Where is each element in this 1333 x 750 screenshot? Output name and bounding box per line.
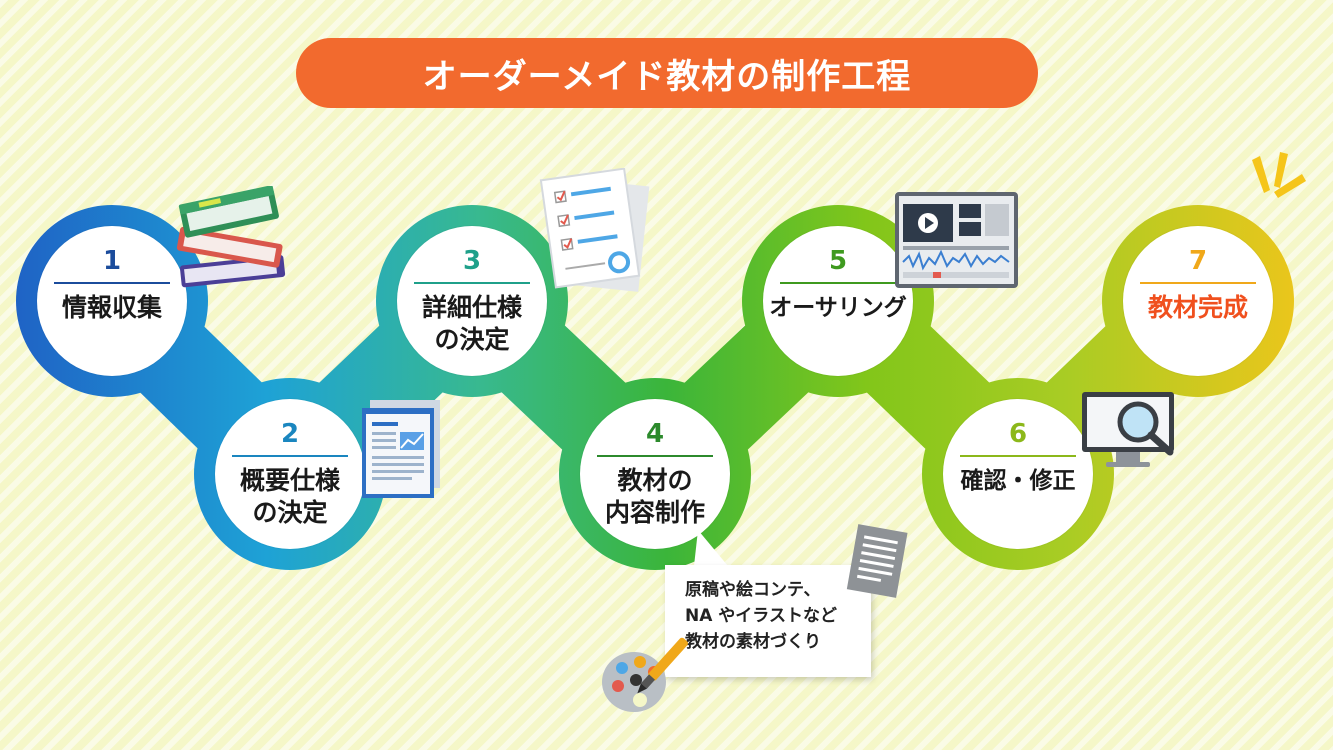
step-label-line: の決定 <box>434 325 510 354</box>
palette-brush-icon <box>602 637 688 712</box>
monitor-magnifier-icon <box>1082 392 1174 467</box>
page-title: オーダーメイド教材の制作工程 <box>296 38 1038 108</box>
step-divider <box>414 282 530 284</box>
step-6: 6 確認・修正 <box>943 399 1093 549</box>
step-label: オーサリング <box>769 295 907 321</box>
step-number: 2 <box>280 419 300 449</box>
step-label-line: 内容制作 <box>604 498 705 527</box>
step-number: 5 <box>828 246 848 276</box>
step-7: 7 教材完成 <box>1123 226 1273 376</box>
callout-line: NA やイラストなど <box>685 606 837 626</box>
step-number: 7 <box>1188 246 1208 276</box>
checklist-icon <box>539 168 650 292</box>
step-label: 確認・修正 <box>960 468 1076 494</box>
text-document-icon <box>846 524 908 598</box>
step-divider <box>960 455 1076 457</box>
step-label-line: 教材の <box>617 466 693 495</box>
video-editor-icon <box>895 192 1018 288</box>
sparkle-icon <box>1252 152 1306 198</box>
step-number: 1 <box>102 246 122 276</box>
step-5: 5 オーサリング <box>763 226 913 376</box>
document-icon <box>362 400 440 498</box>
step-divider <box>54 282 170 284</box>
step-label: 概要仕様 の決定 <box>240 465 340 529</box>
step-number: 3 <box>462 246 482 276</box>
callout-pointer <box>694 530 728 566</box>
step-number: 6 <box>1008 419 1028 449</box>
step-label: 教材の 内容制作 <box>605 465 705 529</box>
books-icon <box>176 186 286 288</box>
step-label-line: の決定 <box>252 498 328 527</box>
callout-line: 原稿や絵コンテ、 <box>685 580 821 600</box>
step-1: 1 情報収集 <box>37 226 187 376</box>
step-divider <box>232 455 348 457</box>
step-label: 詳細仕様 の決定 <box>422 292 522 356</box>
step-number: 4 <box>645 419 665 449</box>
step-4-callout: 原稿や絵コンテ、 NA やイラストなど 教材の素材づくり <box>665 565 871 677</box>
step-2: 2 概要仕様 の決定 <box>215 399 365 549</box>
step-label: 教材完成 <box>1147 293 1248 322</box>
step-label-line: 概要仕様 <box>239 466 340 495</box>
step-label-line: 詳細仕様 <box>421 293 522 322</box>
step-divider <box>1140 282 1256 284</box>
step-divider <box>597 455 713 457</box>
step-3: 3 詳細仕様 の決定 <box>397 226 547 376</box>
callout-line: 教材の素材づくり <box>685 632 821 652</box>
step-divider <box>780 282 896 284</box>
step-label: 情報収集 <box>61 293 162 322</box>
step-4: 4 教材の 内容制作 <box>580 399 730 549</box>
